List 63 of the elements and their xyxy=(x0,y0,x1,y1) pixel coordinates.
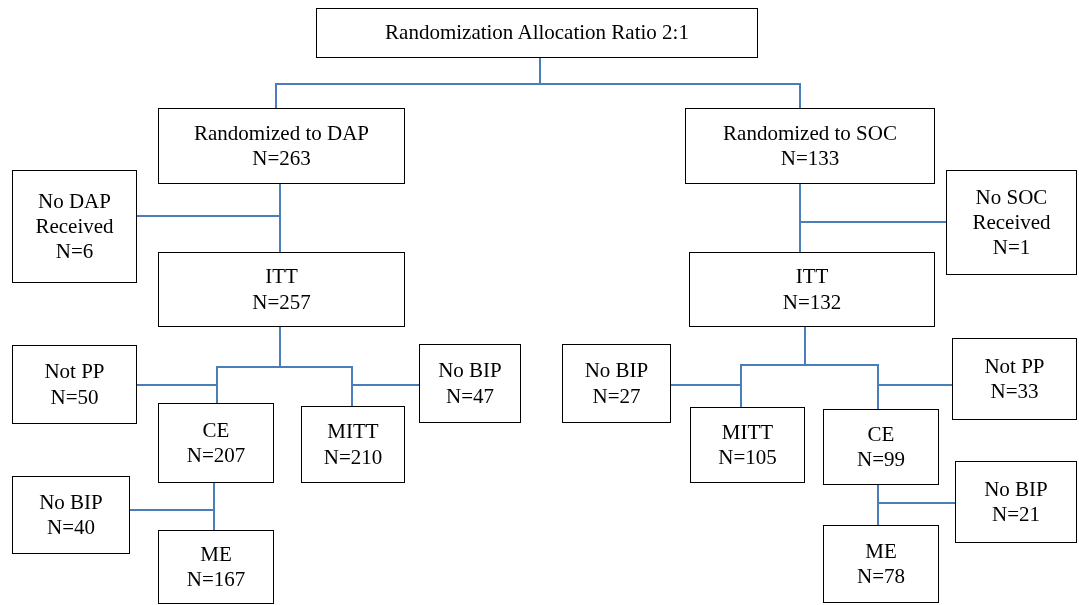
box-label: N=50 xyxy=(50,384,99,410)
box-label: N=78 xyxy=(857,564,905,590)
box-label: ME xyxy=(865,538,897,564)
box-label: ITT xyxy=(795,264,829,290)
box-label: No BIP xyxy=(438,358,502,384)
process-box xyxy=(12,170,137,283)
box-label: MITT xyxy=(721,419,774,445)
box-label: No BIP xyxy=(39,489,103,515)
box-label: N=132 xyxy=(782,289,842,315)
process-box xyxy=(689,252,935,327)
box-label: Randomization Allocation Ratio 2:1 xyxy=(385,20,689,46)
process-box xyxy=(158,530,274,604)
box-label: N=6 xyxy=(55,239,94,265)
process-box xyxy=(158,403,274,483)
box-label: ITT xyxy=(265,264,298,290)
process-box xyxy=(12,345,137,424)
connector-line xyxy=(279,326,420,386)
box-label: N=167 xyxy=(186,567,246,593)
box-label: N=21 xyxy=(992,502,1040,528)
box-label: N=1 xyxy=(992,235,1031,261)
process-box xyxy=(952,338,1077,420)
box-label: Randomized to DAP xyxy=(194,120,369,146)
process-box xyxy=(562,344,671,423)
box-label: N=27 xyxy=(592,383,641,409)
process-box xyxy=(419,344,521,423)
connector-line xyxy=(279,183,281,253)
box-label: MITT xyxy=(327,419,379,445)
box-label: ME xyxy=(200,541,232,567)
box-label: N=133 xyxy=(780,146,840,172)
box-label: No SOC Received xyxy=(971,184,1052,236)
box-label: N=210 xyxy=(323,444,383,470)
process-box xyxy=(690,407,805,483)
process-box xyxy=(955,461,1077,543)
box-label: N=99 xyxy=(857,447,905,473)
box-label: Not PP xyxy=(44,359,105,385)
box-label: No BIP xyxy=(984,476,1048,502)
process-box xyxy=(823,409,939,485)
process-box xyxy=(12,476,130,554)
box-label: CE xyxy=(202,417,230,443)
process-box xyxy=(685,108,935,184)
box-label: Randomized to SOC xyxy=(723,120,897,146)
connector-line xyxy=(804,326,953,386)
process-box xyxy=(823,525,939,603)
connector-line xyxy=(539,57,801,109)
box-label: CE xyxy=(867,421,895,447)
process-box xyxy=(158,108,405,184)
box-label: No DAP Received xyxy=(34,188,115,240)
process-box xyxy=(316,8,758,58)
box-label: N=207 xyxy=(186,443,246,469)
process-box xyxy=(158,252,405,327)
process-box xyxy=(301,406,405,483)
box-label: N=47 xyxy=(446,383,494,409)
box-label: N=40 xyxy=(47,515,95,541)
connector-line xyxy=(799,183,947,223)
box-label: N=33 xyxy=(990,379,1039,405)
box-label: N=105 xyxy=(718,445,777,471)
connector-line xyxy=(129,482,215,511)
box-label: Not PP xyxy=(984,353,1045,379)
box-label: No BIP xyxy=(584,358,649,384)
process-box xyxy=(946,170,1077,275)
connector-line xyxy=(877,484,956,504)
box-label: N=263 xyxy=(252,146,311,172)
box-label: N=257 xyxy=(252,289,311,315)
